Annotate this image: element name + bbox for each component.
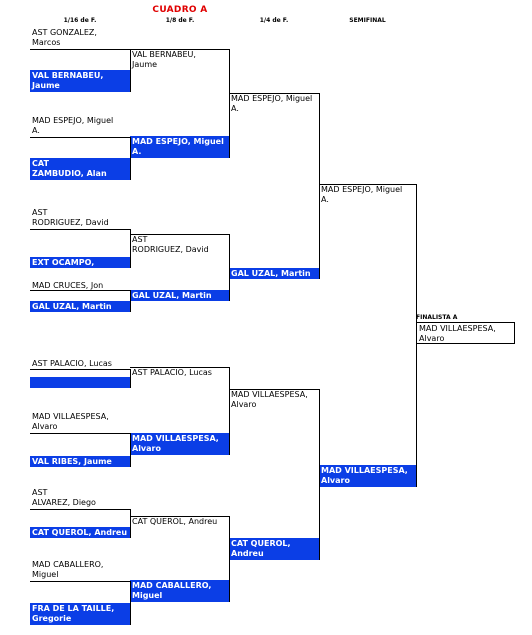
r2-entry: AST PALACIO, Lucas <box>132 368 212 377</box>
r2-entry: MAD VILLAESPESA, Alvaro <box>130 433 229 455</box>
round-header-1-4: 1/4 de F. <box>259 17 289 24</box>
bracket-line <box>30 229 130 230</box>
round-header-1-16: 1/16 de F. <box>63 17 97 24</box>
r3-entry: CAT QUEROL, Andreu <box>229 538 319 560</box>
r4-entry: MAD ESPEJO, Miguel A. <box>321 185 403 204</box>
r1-entry: CAT ZAMBUDIO, Alan <box>30 158 130 180</box>
bracket-line <box>130 49 229 50</box>
r3-entry: GAL UZAL, Martin <box>229 268 319 279</box>
r1-entry: EXT OCAMPO, Antonio <box>30 257 130 268</box>
finalist-box: MAD VILLAESPESA, Alvaro <box>416 322 515 344</box>
bracket-line <box>130 509 131 538</box>
r1-entry: MAD CRUCES, Jon <box>32 281 104 290</box>
r2-entry: GAL UZAL, Martin <box>130 290 229 301</box>
round-header-1-8: 1/8 de F. <box>165 17 195 24</box>
bracket-line <box>130 229 131 268</box>
finalist-label: FINALISTA A <box>416 314 458 321</box>
r1-entry: AST PALACIO, Lucas <box>32 359 112 368</box>
r1-entry: MAD CABALLERO, Miguel <box>32 560 104 579</box>
r1-entry: MAD ESPEJO, Miguel A. <box>32 116 114 135</box>
bracket-line <box>229 234 230 301</box>
bracket-line <box>319 93 320 279</box>
bracket-line <box>130 367 229 368</box>
bracket-line <box>229 389 319 390</box>
bracket-line <box>130 49 131 92</box>
bracket-line <box>229 93 319 94</box>
bracket-line <box>130 581 131 625</box>
round-header-semifinal: SEMIFINAL <box>349 17 386 24</box>
r3-entry: MAD VILLAESPESA, Alvaro <box>231 390 308 409</box>
r1-entry: FRA DE LA TAILLE, Gregorie <box>30 603 130 625</box>
r4-entry: MAD VILLAESPESA, Alvaro <box>319 465 416 487</box>
r2-entry: VAL BERNABEU, Jaume <box>132 50 196 69</box>
r1-entry: CAT QUEROL, Andreu <box>30 527 130 538</box>
r1-entry: GAL UZAL, Martin <box>30 301 130 312</box>
bracket-title: CUADRO A <box>152 5 208 15</box>
bracket-line <box>130 234 229 235</box>
r2-entry: MAD ESPEJO, Miguel A. <box>130 136 229 158</box>
bracket-line <box>229 367 230 455</box>
bracket-line <box>130 137 131 180</box>
bracket-line <box>30 49 130 50</box>
bracket-line <box>30 433 130 434</box>
bracket-line <box>30 581 130 582</box>
bracket-line <box>229 49 230 158</box>
r1-entry: AST RODRIGUEZ, David <box>32 208 109 227</box>
bracket-line <box>30 290 130 291</box>
r1-entry: AST GONZALEZ, Marcos <box>32 28 97 47</box>
bracket-line <box>130 290 131 312</box>
bracket-line <box>319 184 416 185</box>
r2-entry: AST RODRIGUEZ, David <box>132 235 209 254</box>
bracket-line <box>30 509 130 510</box>
bracket-line <box>416 184 417 487</box>
r2-entry: CAT QUEROL, Andreu <box>132 517 218 526</box>
bracket-line <box>130 433 131 467</box>
bracket-line <box>130 369 131 388</box>
bracket-line <box>130 516 229 517</box>
r3-entry: MAD ESPEJO, Miguel A. <box>231 94 313 113</box>
r1-entry: AST ALVAREZ, Diego <box>32 488 96 507</box>
bracket-line <box>30 137 130 138</box>
r1-entry <box>30 377 130 388</box>
r1-entry: VAL RIBES, Jaume <box>30 456 130 467</box>
r1-entry: MAD VILLAESPESA, Alvaro <box>32 412 109 431</box>
bracket-line <box>229 516 230 602</box>
r2-entry: MAD CABALLERO, Miguel <box>130 580 229 602</box>
bracket-line <box>319 389 320 560</box>
r1-entry: VAL BERNABEU, Jaume <box>30 70 130 92</box>
bracket-line <box>30 369 130 370</box>
